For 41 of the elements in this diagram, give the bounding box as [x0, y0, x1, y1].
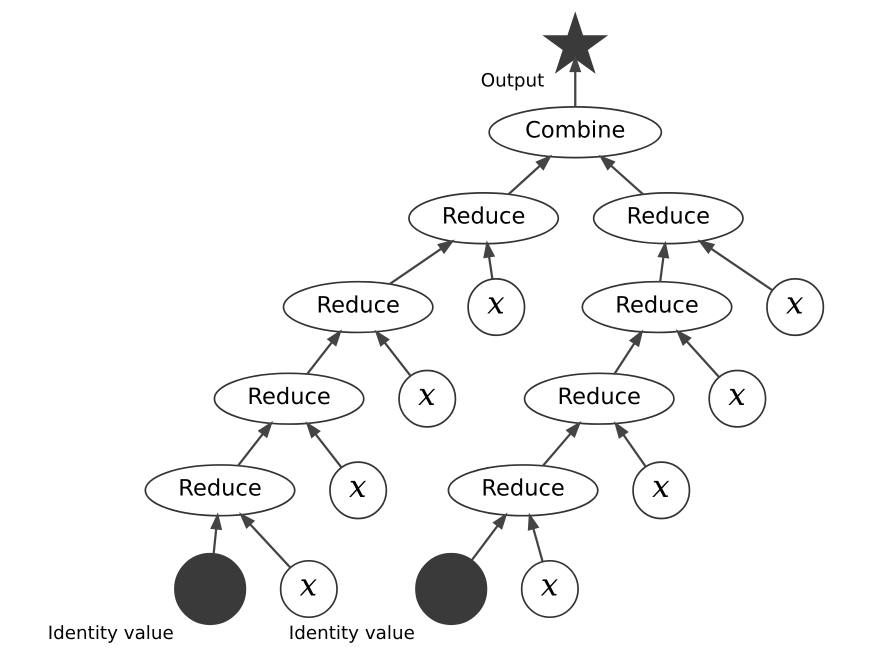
arrow [614, 330, 644, 374]
arrow [306, 421, 342, 468]
node-circle: x [632, 461, 690, 520]
arrow [237, 420, 273, 466]
arrow [306, 329, 342, 375]
arrow [569, 54, 582, 107]
node-ellipse: Reduce [592, 192, 744, 244]
arrow [508, 154, 552, 195]
arrow [697, 239, 774, 292]
arrow [374, 330, 412, 376]
node-label: Identity value [288, 622, 415, 644]
node-ellipse: Reduce [282, 280, 434, 334]
node-circle: x [280, 560, 338, 618]
node-ellipse: Combine [488, 106, 662, 158]
node-circle: x [766, 278, 824, 336]
node-label: Identity value [48, 622, 174, 644]
arrow [528, 512, 544, 562]
node-ellipse: Reduce [524, 372, 675, 425]
node-ellipse: Reduce [581, 280, 733, 334]
node-ellipse: Reduce [214, 372, 365, 425]
node-circle: x [329, 461, 388, 520]
node-ellipse: Reduce [408, 192, 560, 244]
node-circle: x [520, 560, 579, 618]
node-label: Output [480, 70, 544, 92]
node-circle [174, 552, 246, 626]
node-circle: x [398, 370, 456, 428]
node-circle [415, 552, 488, 626]
node-circle: x [467, 278, 526, 336]
arrow [598, 154, 644, 195]
node-ellipse: Reduce [144, 464, 296, 517]
arrow [657, 240, 670, 282]
arrow [614, 421, 647, 468]
arrow [210, 512, 222, 554]
arrow [389, 239, 455, 285]
arrow [542, 421, 582, 466]
arrow [676, 329, 720, 378]
node-ellipse: Reduce [448, 464, 599, 517]
node-circle: x [708, 370, 766, 428]
arrow [471, 512, 508, 561]
arrow [239, 512, 291, 568]
arrow [483, 240, 496, 280]
